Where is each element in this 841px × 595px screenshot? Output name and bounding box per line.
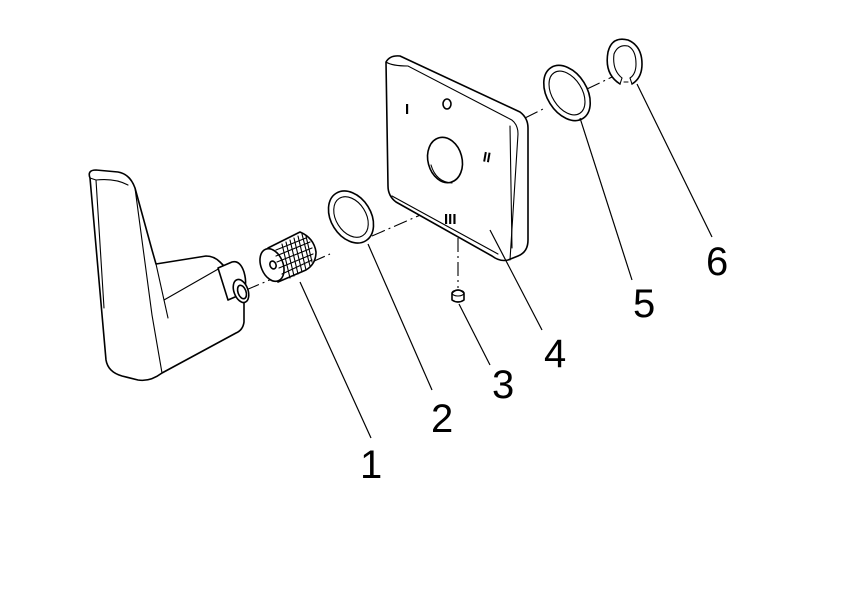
callout-6: 6 bbox=[706, 240, 728, 284]
cover-plate-part-4: I II III bbox=[385, 55, 529, 262]
plate-mark-top: I bbox=[405, 101, 409, 118]
leader-line-4 bbox=[489, 229, 543, 331]
ball-part-3 bbox=[451, 289, 465, 303]
leader-line-5 bbox=[579, 117, 633, 281]
plate-mark-bottom: III bbox=[444, 211, 457, 228]
leader-line-1 bbox=[299, 281, 372, 439]
leader-line-6 bbox=[636, 83, 713, 238]
assembly-axis-line bbox=[245, 76, 613, 291]
o-ring-part-2 bbox=[327, 190, 375, 244]
lever-handle bbox=[88, 169, 250, 382]
callout-5: 5 bbox=[633, 282, 655, 326]
leader-line-3 bbox=[458, 303, 491, 366]
plate-mark-right: II bbox=[482, 148, 492, 165]
knurled-sleeve-part-1 bbox=[259, 231, 317, 283]
o-ring-part-5 bbox=[542, 64, 592, 122]
callout-1: 1 bbox=[360, 443, 382, 487]
leader-line-2 bbox=[367, 243, 433, 391]
circlip-part-6 bbox=[606, 38, 643, 85]
callout-2: 2 bbox=[431, 397, 453, 441]
callout-3: 3 bbox=[492, 363, 514, 407]
callout-4: 4 bbox=[544, 332, 566, 376]
